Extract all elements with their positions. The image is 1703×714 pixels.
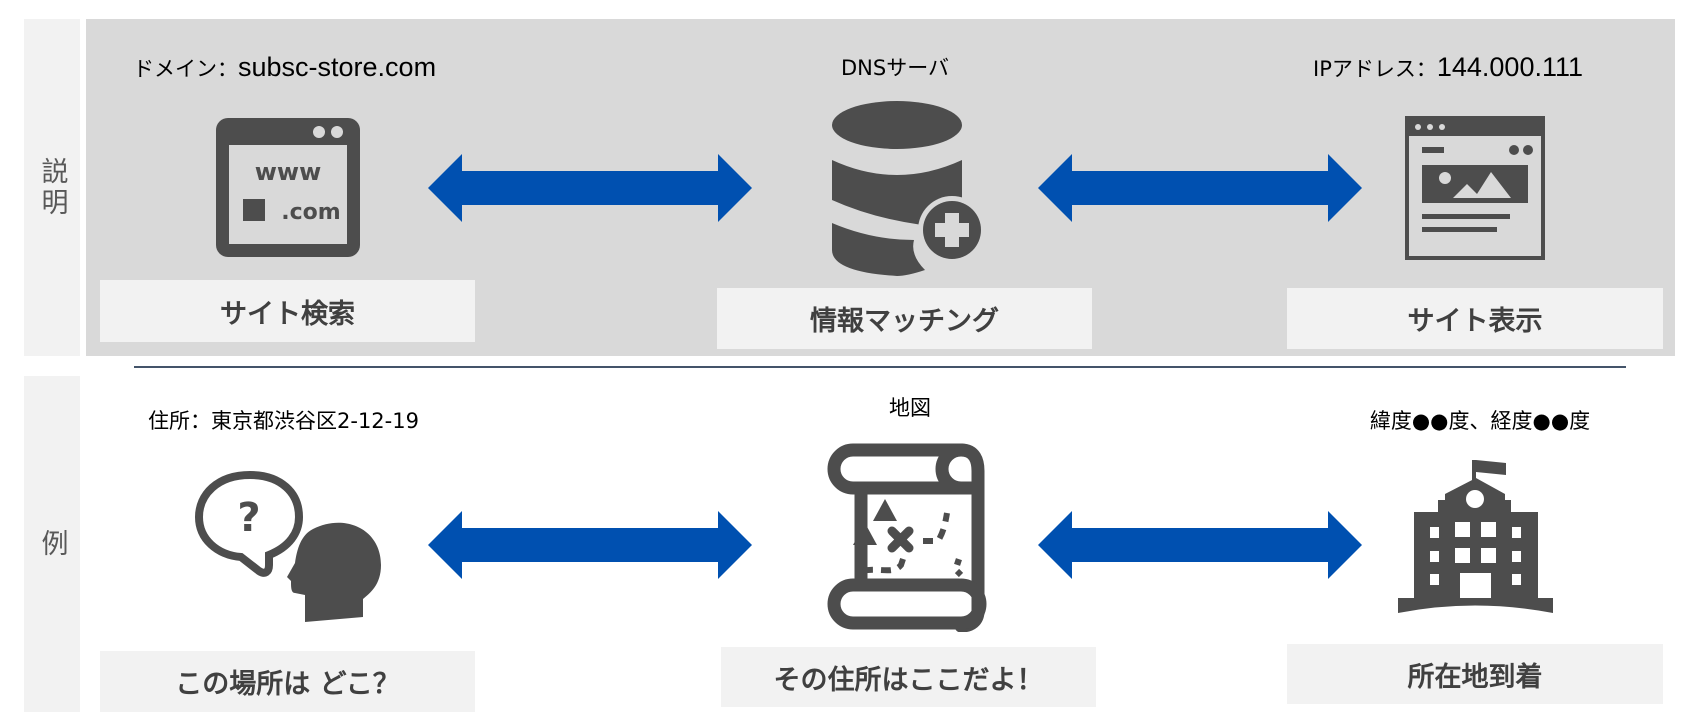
database-add-icon	[832, 100, 987, 276]
row-label-example: 例	[24, 376, 80, 712]
domain-browser-icon: www .com	[216, 118, 360, 257]
caption-info-matching: 情報マッチング	[717, 288, 1092, 349]
row-label-explanation-text: 説明	[36, 156, 68, 219]
map-note: 地図	[889, 396, 931, 420]
double-arrow-address-map	[428, 511, 752, 579]
double-arrow-domain-dns	[428, 154, 752, 222]
ip-note-prefix: IPアドレス：	[1313, 57, 1437, 81]
domain-icon-com: .com	[281, 200, 340, 225]
caption-arrived-at-location: 所在地到着	[1287, 644, 1663, 704]
website-display-icon	[1405, 116, 1545, 260]
svg-text:?: ?	[237, 495, 260, 541]
domain-note-value: subsc-store.com	[238, 52, 437, 82]
ip-address-note: IPアドレス：144.000.111	[1313, 52, 1633, 83]
domain-note-prefix: ドメイン：	[133, 57, 238, 81]
caption-address-is-here: その住所はここだよ！	[721, 647, 1096, 707]
caption-site-search: サイト検索	[100, 280, 475, 342]
ip-note-value: 144.000.111	[1436, 52, 1583, 82]
double-arrow-dns-ip	[1038, 154, 1362, 222]
row-label-explanation: 説明	[24, 19, 80, 356]
caption-where-is-this: この場所は どこ？	[100, 651, 475, 712]
caption-site-display: サイト表示	[1287, 288, 1663, 349]
double-arrow-map-coordinates	[1038, 511, 1362, 579]
dns-server-note: DNSサーバ	[841, 56, 949, 80]
treasure-map-icon	[823, 441, 987, 632]
coordinates-note: 緯度●●度、経度●●度	[1369, 409, 1591, 433]
building-icon	[1398, 460, 1553, 613]
question-person-icon: ?	[195, 469, 381, 622]
domain-icon-www: www	[255, 158, 322, 186]
row-label-example-text: 例	[36, 528, 68, 560]
row-divider	[134, 366, 1626, 368]
address-note: 住所：東京都渋谷区2-12-19	[148, 409, 419, 433]
domain-note: ドメイン：subsc-store.com	[133, 52, 453, 83]
